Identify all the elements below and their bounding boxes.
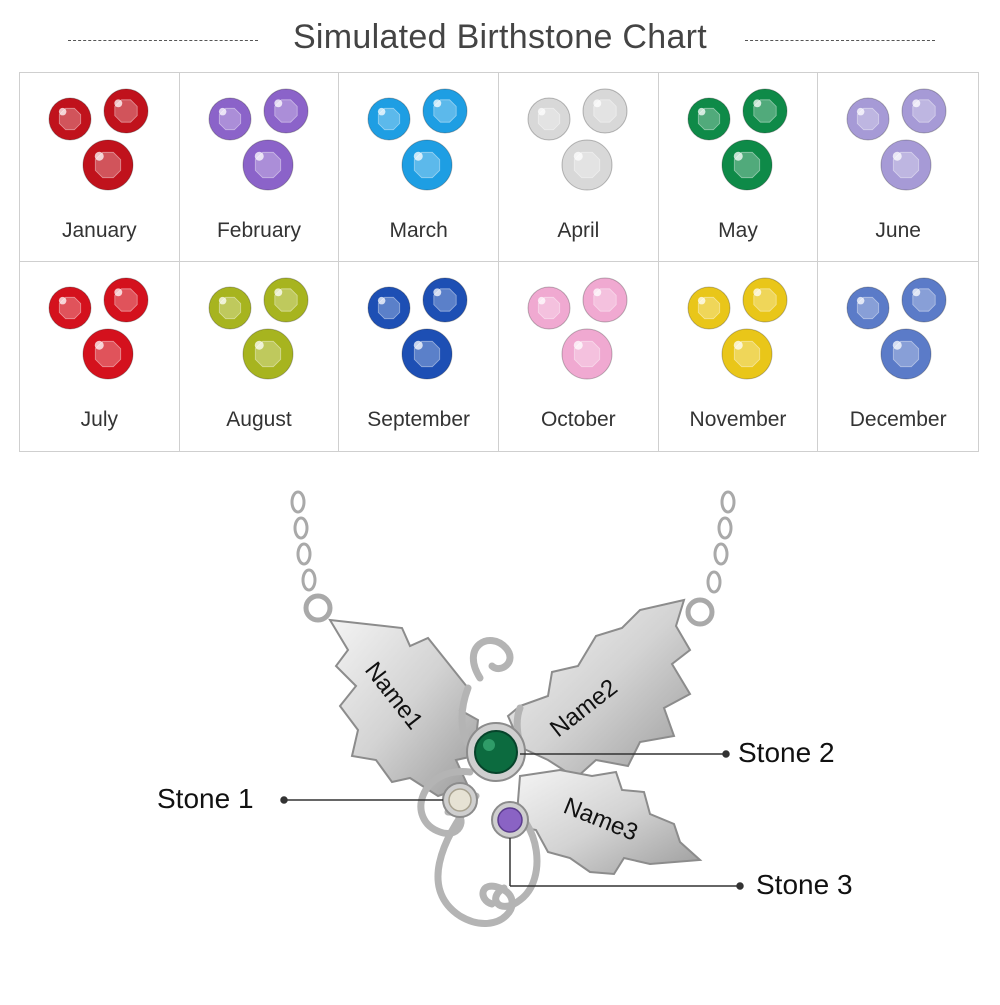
birthstone-cell-april: April bbox=[499, 73, 659, 262]
title-divider-left bbox=[68, 40, 258, 41]
month-label: October bbox=[540, 408, 616, 431]
gemstone-icon bbox=[527, 97, 571, 141]
gemstone-icon bbox=[82, 328, 134, 380]
birthstone-cell-july: July bbox=[20, 262, 180, 451]
birthstone-cell-september: September bbox=[339, 262, 499, 451]
month-label: August bbox=[226, 408, 292, 431]
birthstone-cell-november: November bbox=[659, 262, 819, 451]
stone-2 bbox=[466, 722, 526, 782]
gemstone-icon bbox=[242, 328, 294, 380]
callout-stone-1: Stone 1 bbox=[157, 783, 254, 814]
birthstone-cell-march: March bbox=[339, 73, 499, 262]
birthstone-cell-august: August bbox=[180, 262, 340, 451]
month-label: November bbox=[689, 408, 787, 431]
stone-2-gem bbox=[474, 730, 518, 774]
gemstone-icon bbox=[263, 88, 309, 134]
gemstone-icon bbox=[582, 277, 628, 323]
birthstone-cell-may: May bbox=[658, 73, 819, 262]
gemstone-icon bbox=[687, 286, 731, 330]
callout-stone-3: Stone 3 bbox=[756, 869, 853, 900]
gemstone-icon bbox=[527, 286, 571, 330]
gemstone-icon bbox=[880, 328, 932, 380]
month-label: January bbox=[61, 219, 137, 242]
gemstone-icon bbox=[208, 97, 252, 141]
gemstone-icon bbox=[367, 88, 468, 191]
month-label: September bbox=[367, 408, 471, 431]
gemstone-icon bbox=[742, 277, 788, 323]
gemstone-icon bbox=[208, 88, 309, 191]
leaf-left bbox=[328, 618, 480, 798]
gemstone-icon bbox=[846, 97, 890, 141]
birthstone-cell-february: February bbox=[179, 73, 340, 262]
gemstone-icon bbox=[687, 88, 788, 191]
stone-1 bbox=[442, 782, 478, 818]
gemstone-icon bbox=[742, 88, 788, 134]
gemstone-icon bbox=[846, 88, 947, 191]
leaf-right bbox=[506, 598, 692, 780]
callout-lines bbox=[280, 750, 744, 890]
gemstone-icon bbox=[401, 139, 453, 191]
month-label: December bbox=[849, 408, 947, 431]
gemstone-icon bbox=[901, 277, 947, 323]
gemstone-icon bbox=[82, 139, 134, 191]
birthstone-cell-october: October bbox=[499, 262, 659, 451]
gemstone-icon bbox=[846, 286, 890, 330]
birthstone-cell-june: June bbox=[818, 73, 978, 262]
gemstone-icon bbox=[721, 328, 773, 380]
chart-title: Simulated Birthstone Chart bbox=[292, 18, 708, 56]
month-label: March bbox=[389, 219, 448, 242]
title-divider-right bbox=[745, 40, 935, 41]
gemstone-icon bbox=[880, 139, 932, 191]
gemstone-icon bbox=[242, 139, 294, 191]
gemstone-icon bbox=[422, 88, 468, 134]
month-label: July bbox=[80, 408, 118, 431]
month-label: May bbox=[718, 219, 758, 242]
pendant-illustration: Name1 Name2 Name3 Stone 1 Stone 2 Stone … bbox=[0, 460, 1000, 1000]
gemstone-icon bbox=[527, 277, 628, 380]
gemstone-icon bbox=[527, 88, 628, 191]
gemstone-icon bbox=[561, 139, 613, 191]
gemstone-icon bbox=[48, 97, 92, 141]
gemstone-icon bbox=[721, 139, 773, 191]
gemstone-icon bbox=[367, 286, 411, 330]
gemstone-icon bbox=[103, 277, 149, 323]
chain-left bbox=[290, 490, 333, 623]
gemstone-icon bbox=[48, 286, 92, 330]
chart-header: Simulated Birthstone Chart bbox=[0, 12, 1000, 68]
gemstone-icon bbox=[687, 97, 731, 141]
gemstone-icon bbox=[582, 88, 628, 134]
gemstone-icon bbox=[846, 277, 947, 380]
gemstone-icon bbox=[48, 88, 149, 191]
pendant-svg: Name1 Name2 Name3 bbox=[280, 490, 744, 927]
month-label: June bbox=[875, 219, 921, 242]
gemstone-icon bbox=[422, 277, 468, 323]
gemstone-icon bbox=[48, 277, 149, 380]
callout-stone-2: Stone 2 bbox=[738, 737, 835, 768]
gemstone-icon bbox=[367, 277, 468, 380]
birthstone-cell-january: January bbox=[20, 73, 180, 262]
gemstone-icon bbox=[208, 277, 309, 380]
gemstone-icon bbox=[263, 277, 309, 323]
gemstone-icon bbox=[901, 88, 947, 134]
month-label: February bbox=[216, 219, 301, 242]
birthstone-cell-december: December bbox=[818, 262, 978, 451]
gemstone-icon bbox=[561, 328, 613, 380]
stone-3 bbox=[491, 801, 529, 839]
leaf-lower bbox=[514, 768, 703, 876]
month-label: April bbox=[557, 219, 600, 242]
gemstone-icon bbox=[401, 328, 453, 380]
gemstone-icon bbox=[367, 97, 411, 141]
gemstone-icon bbox=[687, 277, 788, 380]
gemstone-icon bbox=[208, 286, 252, 330]
chain-right bbox=[685, 490, 736, 627]
gemstone-icon bbox=[103, 88, 149, 134]
